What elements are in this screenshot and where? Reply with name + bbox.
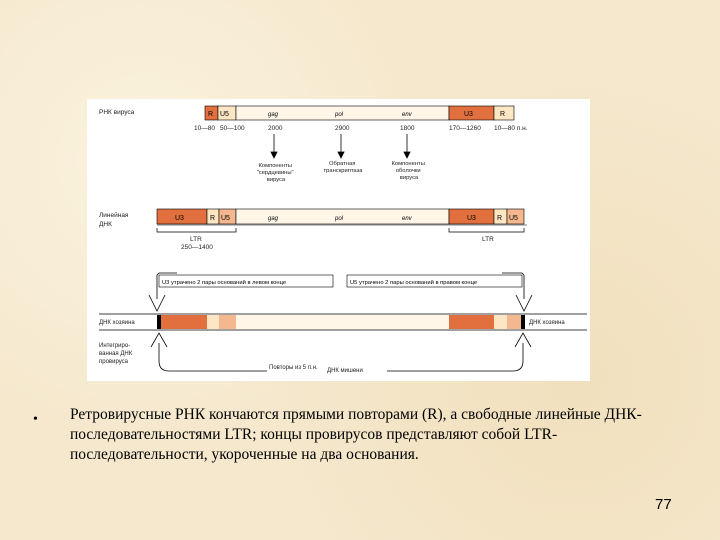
len-pol: 2900	[335, 125, 350, 132]
len-u3: 170—1260	[449, 125, 481, 132]
linear-dna-label: Линейная ДНК	[99, 211, 130, 228]
rna-virus-label: РНК вируса	[99, 109, 135, 116]
dna-seg-env: env	[402, 216, 413, 222]
u3-loss-box	[158, 274, 334, 288]
repeats-text: Повторы из 5 п.н.	[269, 365, 318, 371]
component-arrows	[270, 134, 411, 159]
bullet-marker: •	[33, 412, 38, 427]
prov-host-junction-right	[521, 315, 525, 329]
dna-seg-u3-left: U3	[175, 215, 184, 222]
u5-loss-box	[346, 274, 523, 288]
rna-seg-u3: U3	[464, 111, 473, 118]
ltr-right-label: LTR	[482, 236, 494, 243]
u3-loss-text: U3 утрачено 2 пары оснований в левом кон…	[162, 279, 286, 286]
len-gag: 2000	[268, 125, 283, 132]
len-u5: 50—100	[220, 125, 245, 132]
component-rt: Обратная транскриптаза	[324, 161, 364, 174]
rna-seg-r-left: R	[208, 111, 213, 118]
prov-r-right	[494, 315, 507, 329]
prov-u3-right	[449, 315, 494, 329]
host-dna-left: ДНК хозяина	[99, 320, 135, 326]
diagram-svg: РНК вируса R U5 gag pol env U3 R 10—80 5…	[99, 105, 587, 374]
left-repeat-arrow	[150, 332, 267, 372]
dna-seg-pol: pol	[334, 216, 344, 222]
dna-seg-u5-right: U5	[509, 215, 518, 222]
right-integration-arrow	[502, 272, 533, 312]
retrovirus-diagram: РНК вируса R U5 gag pol env U3 R 10—80 5…	[87, 99, 590, 381]
right-repeat-arrow	[387, 332, 532, 372]
host-dna-right: ДНК хозяина	[529, 320, 565, 326]
ltr-left-length: 250—1400	[181, 244, 213, 251]
len-r-end: 10—80 п.н.	[494, 125, 528, 132]
len-env: 1800	[400, 125, 415, 132]
dna-seg-u3-right: U3	[467, 215, 476, 222]
ltr-left-bracket	[156, 228, 237, 233]
rna-seg-pol: pol	[334, 112, 344, 118]
rna-seg-r-right: R	[500, 111, 505, 118]
prov-host-junction-left	[157, 315, 161, 329]
rna-seg-u5: U5	[220, 111, 229, 118]
prov-r-left	[207, 315, 219, 329]
rna-box-r-right	[493, 105, 515, 121]
dna-box-u5-right	[506, 208, 525, 225]
page-number: 77	[655, 496, 672, 513]
prov-coding	[236, 315, 449, 329]
rna-seg-gag: gag	[268, 112, 279, 118]
dna-seg-r-right: R	[497, 215, 502, 222]
dna-seg-u5-left: U5	[221, 215, 230, 222]
component-core: Компоненты "сердцевины" вируса	[257, 163, 296, 183]
prov-u5-right	[507, 315, 521, 329]
left-integration-arrow	[148, 272, 177, 312]
dna-seg-gag: gag	[268, 216, 279, 222]
dna-seg-r-left: R	[210, 215, 215, 222]
prov-u3-left	[161, 315, 207, 329]
u5-loss-text: U5 утрачено 2 пары оснований в правом ко…	[350, 279, 477, 286]
component-envelope: Компоненты оболочки вируса	[391, 161, 426, 181]
len-r: 10—80	[194, 125, 215, 132]
rna-seg-env: env	[402, 112, 413, 118]
target-dna-text: ДНК мишени	[327, 368, 363, 374]
ltr-right-bracket	[448, 228, 525, 233]
ltr-left-label: LTR	[190, 236, 202, 243]
provirus-label: Интегриро- ванная ДНК провируса	[99, 343, 134, 365]
prov-u5-left	[219, 315, 236, 329]
slide-body-text: Ретровирусные РНК кончаются прямыми повт…	[70, 406, 642, 463]
